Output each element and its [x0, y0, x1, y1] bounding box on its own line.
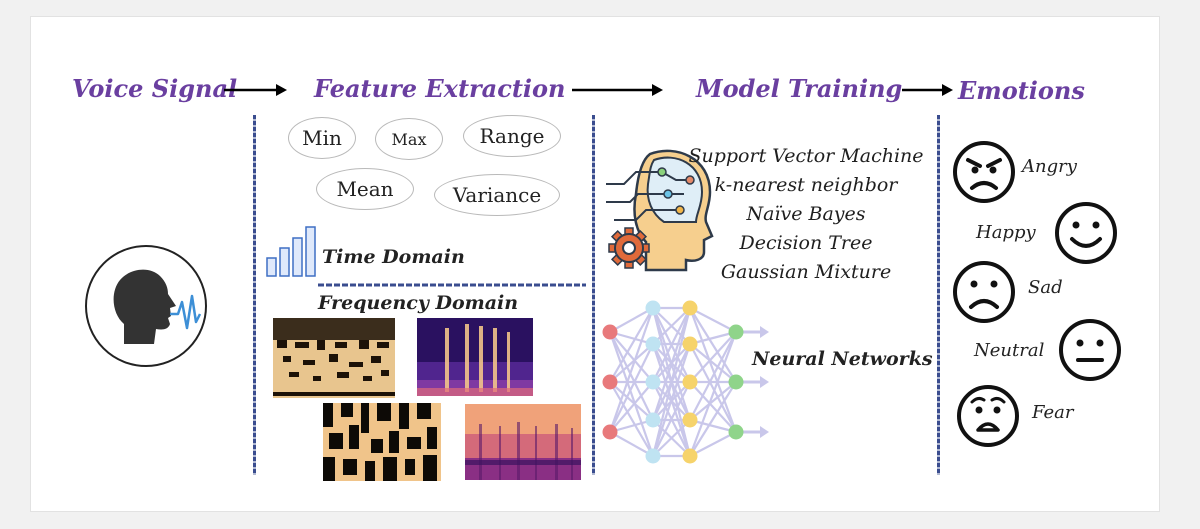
nn-edge [609, 343, 654, 383]
header-model-training: Model Training [696, 74, 903, 103]
nn-edge [609, 331, 654, 421]
feature-max: Max [375, 118, 443, 160]
nn-edge [689, 331, 737, 421]
nn-edge [689, 307, 737, 383]
divider-right [937, 115, 940, 475]
sad-face-icon [953, 261, 1015, 323]
emotion-sad-label: Sad [1028, 277, 1063, 298]
spectrogram-1 [273, 318, 395, 398]
nn-edge [688, 331, 738, 457]
nn-edge [652, 307, 691, 345]
nn-node [728, 324, 744, 340]
nn-node [682, 448, 698, 464]
model-decision-tree: Decision Tree [739, 232, 873, 254]
nn-node [645, 336, 661, 352]
header-emotions: Emotions [958, 76, 1085, 105]
feature-variance: Variance [434, 174, 560, 216]
nn-node [645, 412, 661, 428]
nn-edge [651, 307, 692, 457]
nn-edge [652, 307, 691, 383]
emotion-happy-label: Happy [976, 222, 1036, 243]
neural-network-icon [602, 300, 769, 464]
model-gaussian-mixture: Gaussian Mixture [720, 261, 892, 283]
nn-edge [651, 307, 692, 421]
nn-edge [689, 381, 737, 421]
feature-min: Min [288, 117, 356, 159]
nn-edge [689, 331, 737, 383]
nn-node [682, 412, 698, 428]
nn-output-arrowhead [760, 376, 769, 388]
model-naive-bayes: Naïve Bayes [746, 203, 866, 225]
nn-node [645, 374, 661, 390]
neutral-face-icon [1059, 319, 1121, 381]
header-feature-extraction: Feature Extraction [314, 74, 566, 103]
nn-edge [689, 343, 737, 383]
divider-left [253, 115, 256, 475]
nn-node [682, 336, 698, 352]
nn-edge [609, 307, 654, 333]
feature-range: Range [463, 115, 561, 157]
nn-node [728, 374, 744, 390]
spectrogram-4 [465, 404, 581, 480]
nn-edge [689, 431, 737, 457]
nn-node [682, 300, 698, 316]
emotion-angry-label: Angry [1022, 156, 1077, 177]
arrow-model-to-emotions [902, 84, 953, 96]
nn-edge [608, 331, 655, 457]
happy-face-icon [1055, 202, 1117, 264]
nn-node [682, 374, 698, 390]
nn-node [602, 324, 618, 340]
model-svm: Support Vector Machine [688, 145, 924, 167]
divider-middle [592, 115, 595, 475]
emotion-fear-label: Fear [1032, 402, 1074, 423]
spectrogram-3 [323, 403, 441, 481]
nn-edge [651, 343, 692, 457]
nn-edge [689, 330, 737, 346]
header-voice-signal: Voice Signal [72, 74, 238, 103]
nn-edge [689, 381, 737, 433]
nn-node [728, 424, 744, 440]
nn-edge [609, 343, 654, 433]
nn-edge [609, 331, 654, 383]
nn-edge [652, 381, 691, 457]
model-list: Support Vector Machine k-nearest neighbo… [688, 142, 924, 287]
feature-mean: Mean [316, 168, 414, 210]
nn-edge [608, 307, 655, 433]
nn-edge [689, 307, 737, 333]
neural-networks-label: Neural Networks [752, 348, 933, 370]
emotion-neutral-label: Neutral [974, 340, 1045, 361]
model-knn: k-nearest neighbor [714, 174, 898, 196]
angry-face-icon [953, 141, 1015, 203]
nn-node [602, 374, 618, 390]
speaking-head-icon [85, 245, 207, 367]
fear-face-icon [957, 385, 1019, 447]
arrow-voice-to-feature [224, 84, 287, 96]
nn-edge [609, 431, 654, 457]
nn-output-arrowhead [760, 426, 769, 438]
nn-edge [609, 381, 654, 433]
nn-output-arrowhead [760, 326, 769, 338]
spectrogram-2 [417, 318, 533, 396]
ai-head-icon [606, 149, 714, 272]
bar-chart-icon [266, 226, 316, 277]
nn-edge [689, 343, 737, 433]
nn-edge [609, 381, 654, 421]
nn-edge [689, 381, 737, 457]
domain-separator [318, 283, 586, 287]
nn-edge [652, 419, 691, 457]
nn-edge [689, 418, 737, 434]
nn-edge [609, 381, 654, 457]
nn-node [602, 424, 618, 440]
nn-edge [609, 307, 654, 383]
gear-icon [608, 227, 650, 269]
time-domain-label: Time Domain [322, 246, 465, 268]
nn-edge [688, 307, 738, 433]
arrow-feature-to-model [572, 84, 663, 96]
frequency-domain-label: Frequency Domain [318, 292, 519, 314]
nn-node [645, 448, 661, 464]
nn-node [645, 300, 661, 316]
